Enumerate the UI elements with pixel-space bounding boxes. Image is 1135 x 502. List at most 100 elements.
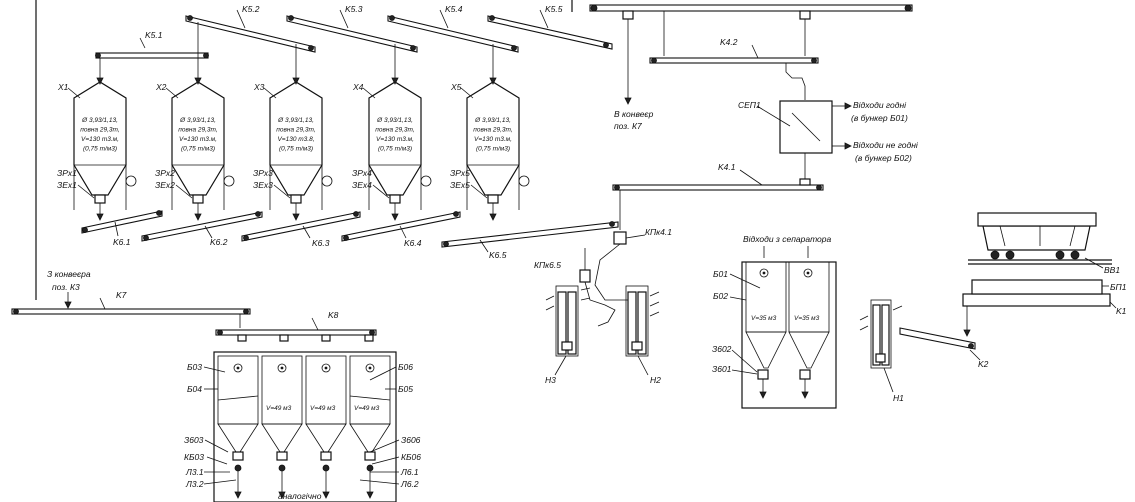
arrow-from-k3: [64, 301, 72, 309]
conveyor-top-right: [589, 4, 913, 20]
conveyor-k55: K5.5: [487, 4, 613, 50]
bunker-divider: [349, 395, 391, 401]
silo-zr-label: ЗРх2: [155, 168, 175, 178]
label-k42: K4.2: [720, 37, 738, 47]
label-k54: K5.4: [445, 4, 463, 14]
label-k7: K7: [116, 290, 127, 300]
label-z602: З602: [712, 344, 732, 354]
silo-outlet-arrow: [391, 213, 399, 221]
silo-spec-line: (0,75 т/м3): [279, 146, 313, 153]
label-b04: Б04: [187, 384, 202, 394]
bunker-level-sensor: [233, 363, 243, 373]
label-k52: K5.2: [242, 4, 260, 14]
silo-spec-line: Ø 3,93/1,13,: [474, 117, 511, 124]
bunker-level-sensor-dot: [324, 366, 328, 370]
silo-spec-line: повна 29,3т,: [473, 127, 513, 134]
bunker-volume: V=49 м3: [310, 405, 336, 412]
silo-4: X4Ø 3,93/1,13,повна 29,3т,V=130 т3.м,(0,…: [352, 77, 432, 221]
bunker-gate: [320, 451, 332, 461]
silo-gate-leader: [470, 184, 488, 199]
bunker-feeder: [366, 464, 374, 472]
bunker-body: [349, 355, 391, 425]
bunker-outlet-arrow: [278, 491, 286, 499]
bunker-frame: [213, 351, 397, 502]
silo-gate: [94, 194, 106, 204]
bunker-feeder: [322, 464, 330, 472]
label-kpk41: КПк4.1: [645, 227, 672, 237]
text-waste-good-2: (в бункер Б01): [851, 113, 908, 123]
label-k41: K4.1: [718, 162, 736, 172]
silo-spec-line: Ø 3,93/1,13,: [277, 117, 314, 124]
conveyor-k54: K5.4: [387, 4, 519, 53]
silo-vibrator: [125, 175, 137, 187]
label-n3: Н3: [545, 375, 556, 385]
silo-gate-leader: [372, 184, 390, 199]
text-waste-bad-1: Відходи не годні: [853, 140, 919, 150]
silo-spec-line: Ø 3,93/1,13,: [81, 117, 118, 124]
silo-vibrator: [420, 175, 432, 187]
bunker-feeder: [278, 464, 286, 472]
silo-ze-label: ЗЕх1: [57, 180, 77, 190]
label-k8: K8: [328, 310, 339, 320]
bunker-volume: V=49 м3: [266, 405, 292, 412]
silo-id-leader: [460, 87, 474, 99]
silo-gate: [290, 194, 302, 204]
silo-inlet-arrow: [391, 77, 399, 85]
silo-spec-line: V=130 т3.м,: [179, 136, 217, 143]
conveyor-k42: K4.2: [649, 37, 819, 64]
bunker-gate: [276, 451, 288, 461]
silo-ze-label: ЗЕх5: [450, 180, 470, 190]
conveyor-k8: K8: [215, 310, 377, 342]
conveyor-k53: K5.3: [286, 4, 418, 53]
silo-vibrator: [518, 175, 530, 187]
silo-5: X5Ø 3,93/1,13,повна 29,3т,V=130 т3.м,(0,…: [450, 77, 530, 221]
silo-zr-label: ЗРх4: [352, 168, 372, 178]
silo-outlet-arrow: [96, 213, 104, 221]
label-k61: K6.1: [113, 237, 131, 247]
silo-spec-line: V=130 т3.8,: [277, 136, 314, 143]
text-v35b: V=35 м3: [794, 315, 820, 322]
silo-id: X2: [155, 82, 167, 92]
bunker-level-sensor: [321, 363, 331, 373]
silo-id: X5: [450, 82, 462, 92]
label-kb03: КБ03: [184, 452, 204, 462]
silo-zr-label: ЗРх1: [57, 168, 77, 178]
bunker-divider: [217, 395, 259, 401]
silo-gate-leader: [175, 184, 193, 199]
label-kpk65: КПк6.5: [534, 260, 561, 270]
bunker-level-sensor-dot: [236, 366, 240, 370]
label-b05: Б05: [398, 384, 413, 394]
elevator-group: КПк4.1 КПк6.5 Н3 Н2: [534, 227, 672, 385]
silo-3: X3Ø 3,93/1,13,повна 29,3т,V=130 т3.8,(0,…: [253, 77, 333, 221]
label-l62: Л6.2: [400, 479, 419, 489]
silo-gate: [389, 194, 401, 204]
text-to-conveyor-1: В конвеєр: [614, 109, 654, 119]
text-v35a: V=35 м3: [751, 315, 777, 322]
label-sep1: СЕП1: [738, 100, 761, 110]
conveyor-k61: K6.1: [81, 210, 163, 247]
silo-spec-line: повна 29,3т,: [276, 127, 316, 134]
silo-zr-label: ЗРх5: [450, 168, 470, 178]
bunker-cone: [305, 423, 347, 453]
silo-1: X1Ø 3,93/1,13,повна 29,3т,V=130 т3.м,(0,…: [57, 77, 137, 221]
silo-id-leader: [165, 87, 179, 99]
bunker-body: [305, 355, 347, 425]
conveyor-k52: K5.2: [185, 4, 316, 53]
text-analog: аналогічно: [278, 491, 322, 501]
silo-id-leader: [263, 87, 277, 99]
silo-spec-line: повна 29,3т,: [80, 127, 120, 134]
text-to-conveyor-2: поз. К7: [614, 121, 642, 131]
silo-id: X1: [57, 82, 69, 92]
silo-id-leader: [67, 87, 81, 99]
label-z603: З603: [184, 435, 204, 445]
silo-vibrator: [223, 175, 235, 187]
silo-spec-line: Ø 3,93/1,13,: [179, 117, 216, 124]
bunker-outlet-arrow: [322, 491, 330, 499]
silo-inlet-arrow: [292, 77, 300, 85]
silo-ze-label: ЗЕх3: [253, 180, 273, 190]
label-bb1: ВВ1: [1104, 265, 1120, 275]
silo-outlet-arrow: [292, 213, 300, 221]
silo-gate: [487, 194, 499, 204]
